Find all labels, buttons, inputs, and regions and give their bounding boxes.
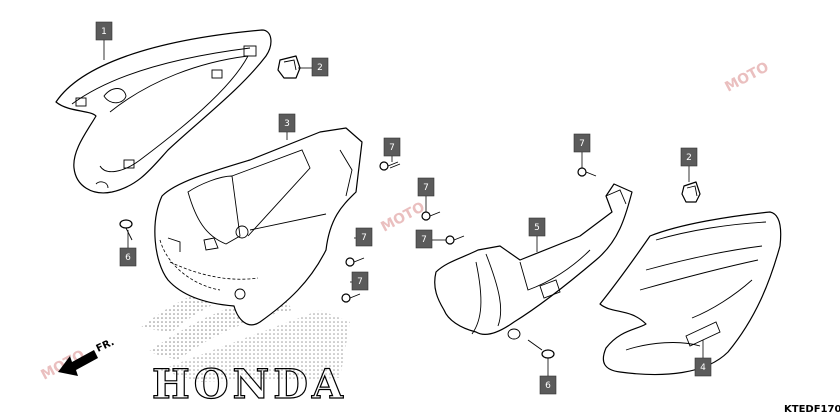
callout-2-right: 2 (680, 147, 698, 167)
svg-text:5: 5 (534, 223, 540, 233)
bolt-7-lower-1 (345, 257, 365, 267)
part-5-side-cover (434, 183, 633, 340)
svg-text:7: 7 (389, 143, 395, 153)
bolt-7-upper-left (379, 161, 401, 171)
svg-text:7: 7 (579, 139, 585, 149)
callout-7-lower-1: 7 (355, 227, 373, 247)
callout-4: 4 (694, 357, 712, 377)
part-1-cover (55, 29, 272, 194)
leader-lines (103, 40, 704, 376)
callout-7-mid-1: 7 (417, 177, 435, 197)
callout-1: 1 (95, 21, 113, 41)
callout-5: 5 (528, 217, 546, 237)
svg-text:2: 2 (686, 153, 692, 163)
callout-7-upper-left: 7 (383, 137, 401, 157)
svg-text:1: 1 (101, 27, 107, 37)
svg-text:6: 6 (545, 381, 551, 391)
callout-7-mid-2: 7 (415, 229, 433, 249)
svg-text:7: 7 (361, 233, 367, 243)
svg-text:7: 7 (421, 235, 427, 245)
diagram-code: KTEDF1700 (784, 404, 840, 415)
part-2-clip-right (681, 181, 701, 203)
callout-7-upper-right: 7 (573, 133, 591, 153)
callout-6-bottom: 6 (539, 375, 557, 395)
part-3-inner-cover (154, 127, 363, 326)
callout-6-left: 6 (119, 247, 137, 267)
callout-7-lower-2: 7 (351, 271, 369, 291)
bolt-7-mid-2 (445, 235, 465, 245)
screw-6-left (119, 219, 133, 241)
svg-text:4: 4 (700, 363, 706, 373)
svg-text:3: 3 (284, 119, 290, 129)
watermark-top-right: MOTO (722, 59, 771, 95)
part-2-clip-upper (277, 55, 301, 79)
svg-text:2: 2 (317, 63, 323, 73)
honda-logo-text: HONDA (152, 361, 347, 408)
bolt-7-mid-1 (421, 211, 441, 221)
svg-text:7: 7 (423, 183, 429, 193)
svg-text:6: 6 (125, 253, 131, 263)
screw-6-bottom (527, 339, 555, 359)
bolt-7-lower-2 (341, 293, 361, 303)
svg-text:7: 7 (357, 277, 363, 287)
front-direction-label: FR. (95, 337, 116, 355)
callout-3: 3 (278, 113, 296, 133)
bolt-7-upper-right (577, 167, 597, 177)
part-4-side-panel (599, 211, 782, 376)
callout-2-upper: 2 (311, 57, 329, 77)
